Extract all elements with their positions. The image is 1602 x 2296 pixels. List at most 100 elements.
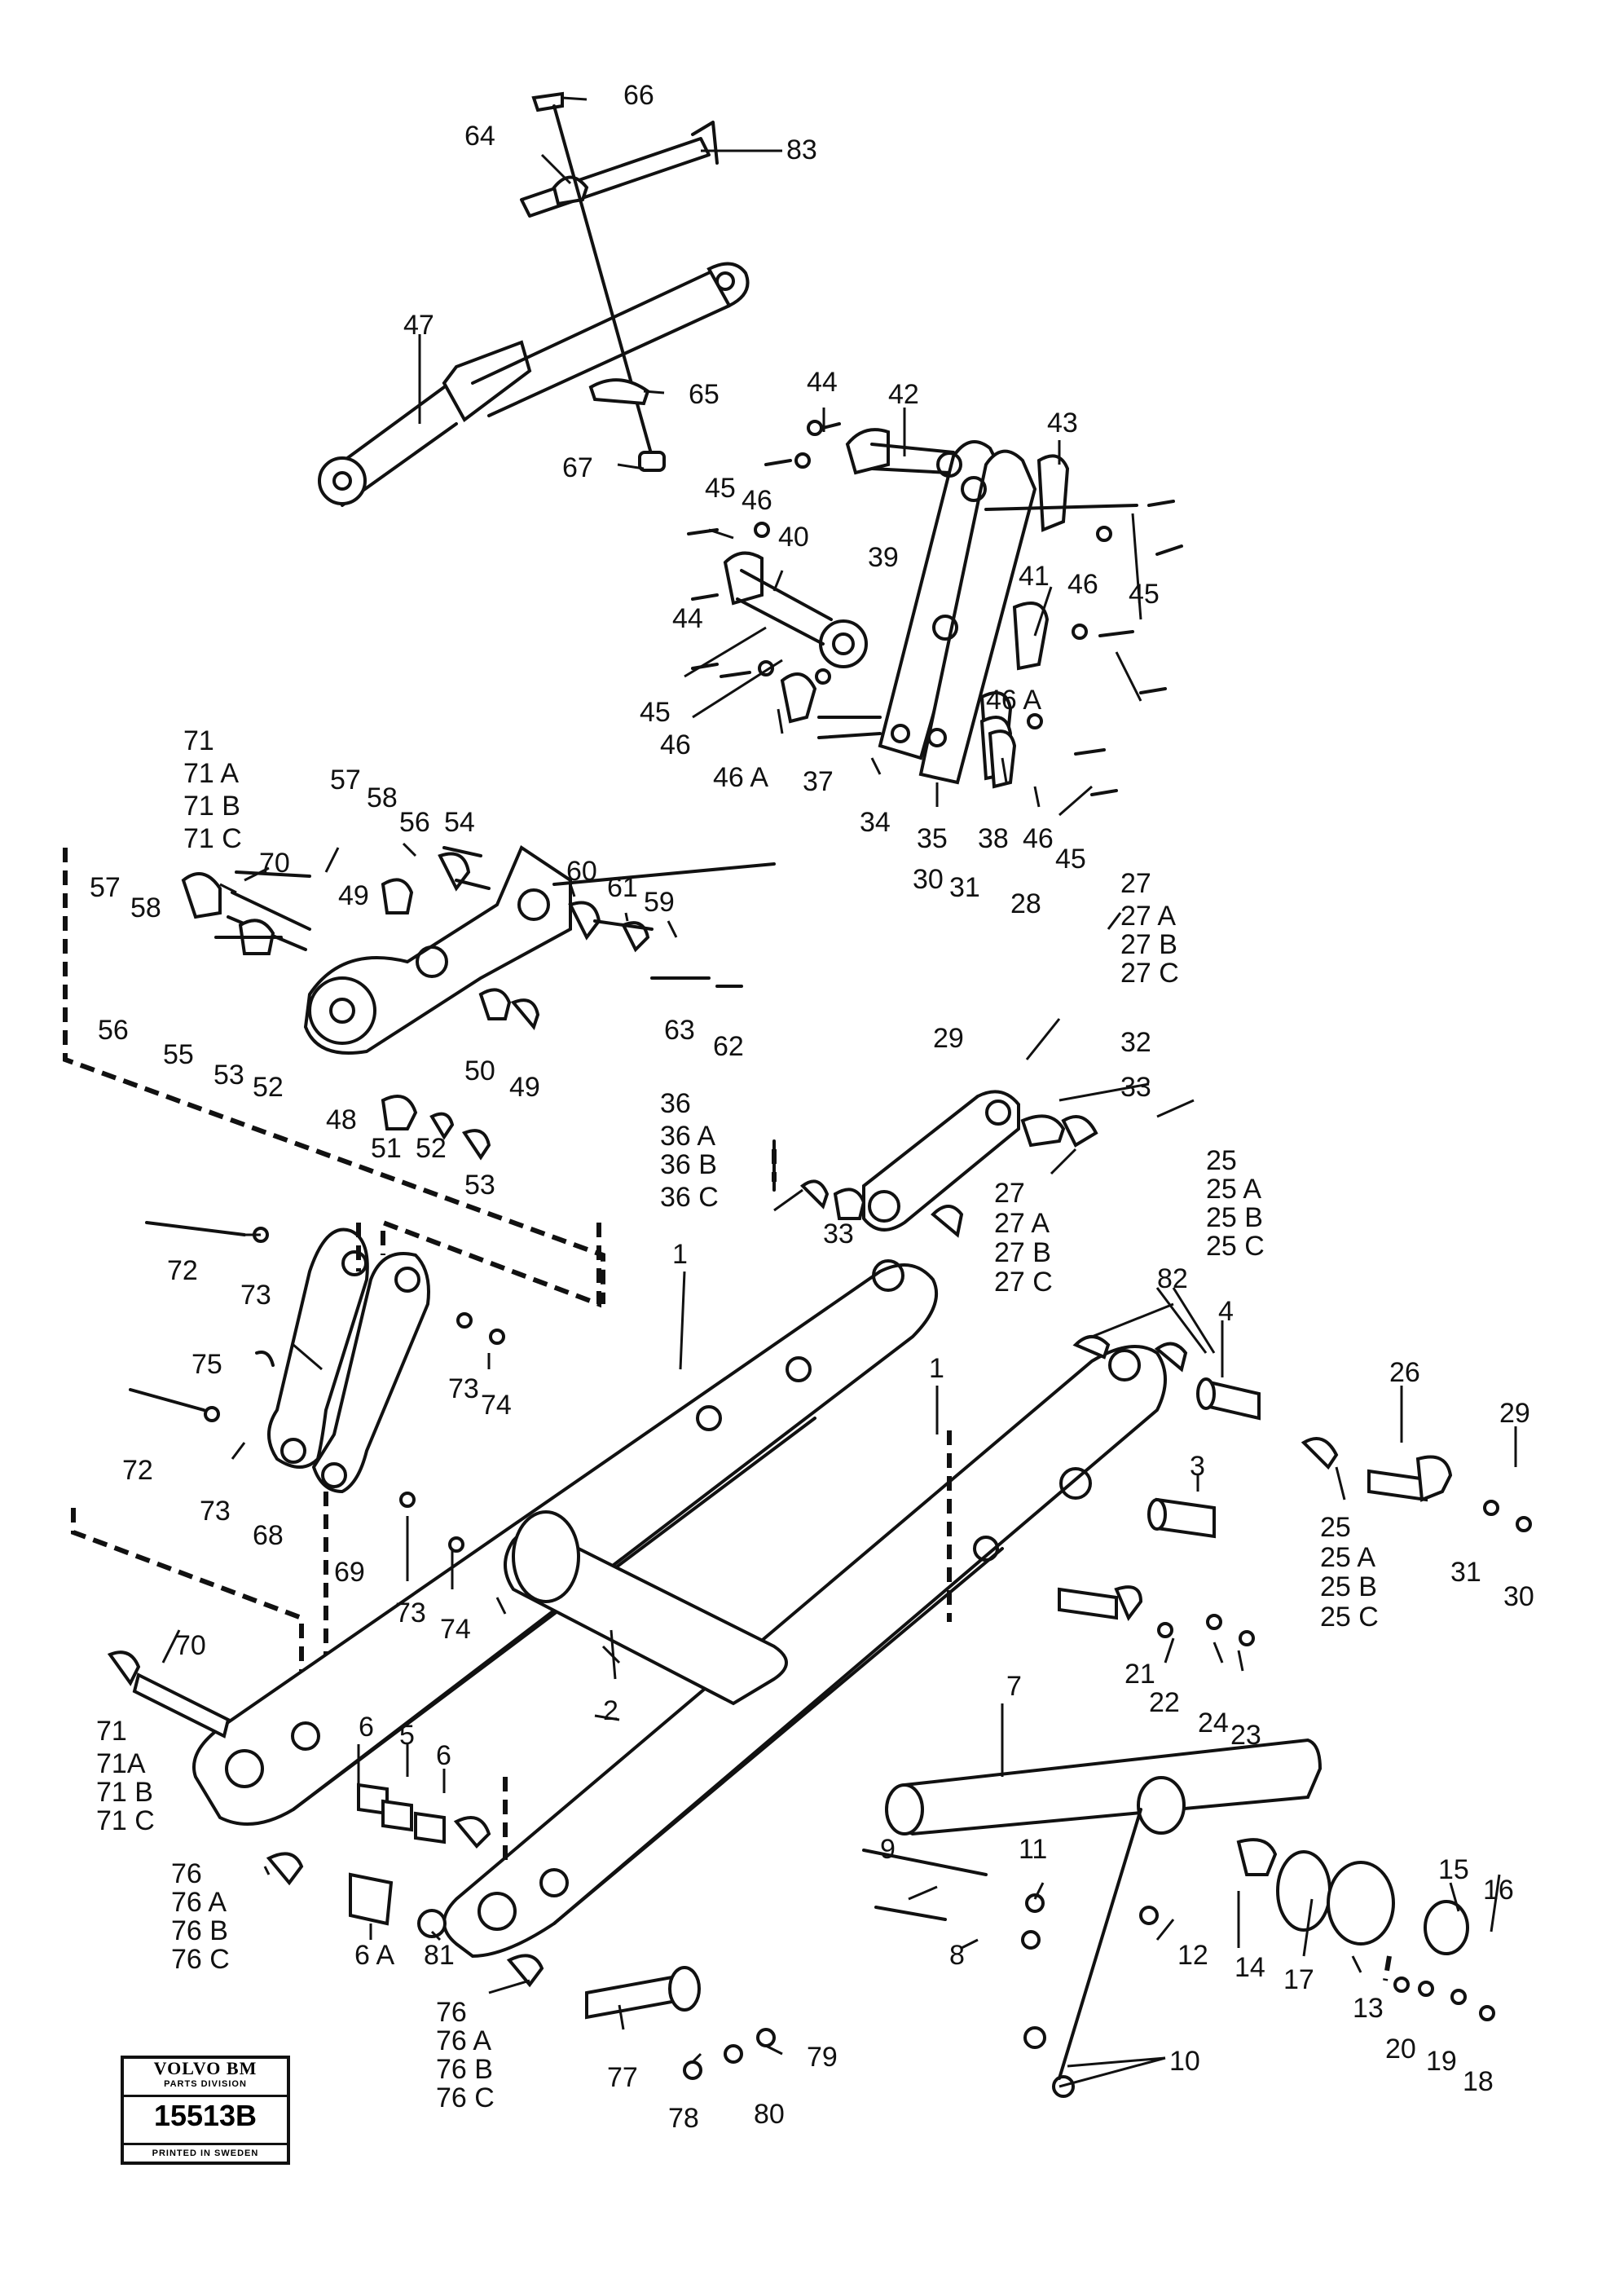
callout-27B: 27 B [994, 1237, 1051, 1268]
callout-50: 50 [464, 1055, 495, 1086]
lower-axle-assembly [862, 1738, 1495, 2098]
callout-19: 19 [1426, 2046, 1457, 2077]
callout-74: 74 [440, 1614, 471, 1645]
callout-24: 24 [1198, 1708, 1229, 1739]
callout-10: 10 [1169, 2046, 1200, 2077]
callout-29: 29 [933, 1023, 964, 1054]
callout-53: 53 [464, 1170, 495, 1201]
callout-23: 23 [1230, 1720, 1261, 1751]
callout-38: 38 [978, 823, 1009, 854]
callout-13: 13 [1353, 1993, 1384, 2024]
callout-53: 53 [213, 1060, 244, 1091]
callout-72: 72 [122, 1455, 153, 1486]
callout-16: 16 [1483, 1875, 1514, 1906]
callout-25A: 25 A [1206, 1174, 1261, 1205]
callout-39: 39 [868, 542, 899, 573]
callout-61: 61 [607, 872, 638, 903]
callout-73: 73 [395, 1598, 426, 1628]
callout-42: 42 [888, 379, 919, 410]
callout-37: 37 [803, 766, 834, 797]
stamp-footer: PRINTED IN SWEDEN [124, 2143, 287, 2162]
callout-29: 29 [1499, 1398, 1530, 1429]
callout-46: 46 [742, 485, 772, 516]
callout-59: 59 [644, 887, 675, 918]
callout-36A: 36 A [660, 1121, 715, 1152]
callout-9: 9 [880, 1834, 896, 1865]
hanger-brackets [71, 1220, 601, 1671]
callout-55: 55 [163, 1039, 194, 1070]
callout-68: 68 [253, 1520, 284, 1551]
callout-81: 81 [424, 1940, 455, 1971]
callout-44: 44 [672, 603, 703, 634]
callout-27: 27 [1120, 868, 1151, 899]
callout-66: 66 [623, 80, 654, 111]
callout-76B: 76 B [171, 1915, 228, 1946]
callout-36C: 36 C [660, 1182, 719, 1213]
callout-80: 80 [754, 2099, 785, 2130]
callout-73: 73 [240, 1280, 271, 1311]
callout-71: 71 [183, 725, 214, 756]
callout-25B: 25 B [1206, 1202, 1263, 1233]
callout-31: 31 [949, 872, 980, 903]
callout-70: 70 [259, 848, 290, 879]
callout-46A: 46 A [713, 762, 768, 793]
callout-56: 56 [98, 1015, 129, 1046]
callout-76C: 76 C [436, 2082, 495, 2113]
callout-46A: 46 A [986, 685, 1041, 716]
link-32-assembly [772, 1090, 1098, 1238]
callout-11: 11 [1019, 1834, 1047, 1865]
callout-18: 18 [1463, 2066, 1494, 2097]
callout-46: 46 [1023, 823, 1054, 854]
callout-76C: 76 C [171, 1944, 230, 1975]
callout-6: 6 [436, 1740, 451, 1771]
callout-71A: 71 A [183, 758, 239, 789]
callout-labels: 66 64 83 47 65 67 44 42 43 45 46 40 39 4… [90, 80, 1534, 2134]
callout-46: 46 [660, 729, 691, 760]
callout-1: 1 [929, 1353, 944, 1384]
callout-83: 83 [786, 134, 817, 165]
callout-25A: 25 A [1320, 1542, 1375, 1573]
callout-8: 8 [949, 1940, 965, 1971]
callout-76A: 76 A [436, 2025, 491, 2056]
callout-76: 76 [436, 1997, 467, 2028]
callout-76B: 76 B [436, 2054, 493, 2085]
callout-78: 78 [668, 2103, 699, 2134]
callout-71: 71 [96, 1716, 127, 1747]
callout-26: 26 [1389, 1357, 1420, 1388]
upper-link-assembly [723, 428, 1138, 789]
callout-27C: 27 C [994, 1267, 1053, 1298]
callout-77: 77 [607, 2062, 638, 2093]
callout-49: 49 [509, 1072, 540, 1103]
callout-70: 70 [175, 1630, 206, 1661]
callout-56: 56 [399, 807, 430, 838]
callout-75: 75 [191, 1349, 222, 1380]
callout-30: 30 [1503, 1581, 1534, 1612]
callout-49: 49 [338, 880, 369, 911]
callout-71C: 71 C [96, 1805, 155, 1836]
callout-27B: 27 B [1120, 929, 1177, 960]
pivot-shaft-parts [947, 1335, 1532, 1646]
leader-lines [161, 96, 1517, 2088]
stamp-brand: VOLVO BM [153, 2058, 257, 2078]
callout-1: 1 [672, 1239, 688, 1270]
callout-27C: 27 C [1120, 958, 1179, 989]
bolts-and-washers-upper [687, 420, 1183, 796]
callout-25: 25 [1320, 1512, 1351, 1543]
callout-79: 79 [807, 2042, 838, 2073]
callout-21: 21 [1124, 1659, 1155, 1690]
callout-57: 57 [90, 872, 121, 903]
callout-62: 62 [713, 1031, 744, 1062]
callout-25C: 25 C [1206, 1231, 1265, 1262]
callout-67: 67 [562, 452, 593, 483]
tilt-lever-assembly [63, 845, 776, 1304]
callout-82: 82 [1157, 1263, 1188, 1294]
callout-48: 48 [326, 1104, 357, 1135]
callout-22: 22 [1149, 1687, 1180, 1718]
callout-64: 64 [464, 121, 495, 152]
callout-72: 72 [167, 1255, 198, 1286]
stamp-header: VOLVO BM PARTS DIVISION [124, 2059, 287, 2097]
callout-71A: 71A [96, 1748, 146, 1779]
callout-71B: 71 B [183, 791, 240, 822]
callout-25: 25 [1206, 1145, 1237, 1176]
callout-71C: 71 C [183, 823, 242, 854]
